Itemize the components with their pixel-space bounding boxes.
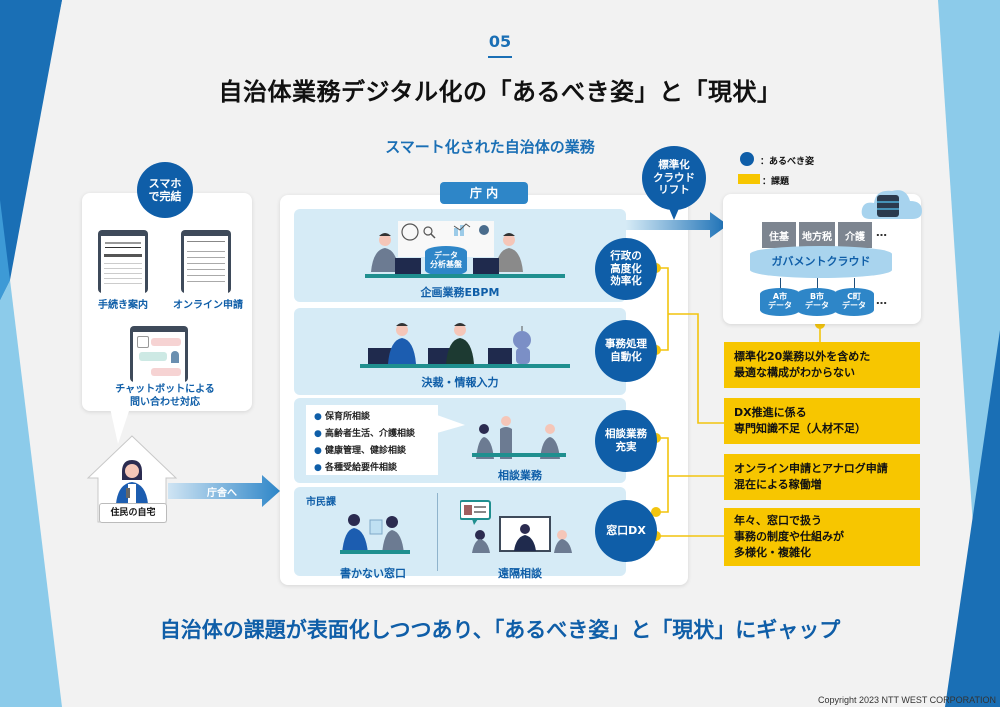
legend-ideal-swatch bbox=[740, 152, 754, 166]
slide-number: 05 bbox=[488, 32, 512, 51]
legend-issue-swatch bbox=[738, 174, 760, 184]
consultation-list-item: ● 各種受給要件相談 bbox=[314, 463, 398, 473]
panel-approval-input-label: 決裁・情報入力 bbox=[421, 376, 499, 389]
approval-staff-icon bbox=[360, 323, 570, 368]
conclusion-message: 自治体の課題が表面化しつつあり、「あるべき姿」と「現状」にギャップ bbox=[159, 618, 841, 642]
phone-procedure-guide-label: 手続き案内 bbox=[98, 300, 148, 311]
ideal-standard-cloud-lift-tail bbox=[668, 206, 680, 220]
panel-consultation-label: 相談業務 bbox=[498, 469, 542, 482]
consultation-list-item: ● 高齢者生活、介護相談 bbox=[314, 429, 416, 439]
remote-consultation-icon bbox=[460, 500, 572, 553]
issue-box: 標準化20業務以外を含めた 最適な構成がわからない bbox=[724, 342, 920, 388]
panel-planning-ebpm-label: 企画業務EBPM bbox=[420, 286, 500, 299]
db-town-c: C町 データ bbox=[834, 288, 874, 316]
resident-person-icon bbox=[116, 460, 148, 504]
ideal-admin-efficiency: 行政の 高度化 効率化 bbox=[595, 238, 657, 300]
consultation-list-tail bbox=[437, 415, 465, 433]
no-writing-counter-icon bbox=[340, 514, 410, 554]
service-tile-nursing-care: 介護 bbox=[838, 222, 872, 248]
page-title: 自治体業務デジタル化の「あるべき姿」と「現状」 bbox=[218, 78, 782, 106]
office-header: 庁 内 bbox=[440, 182, 528, 204]
consultation-staff-icon bbox=[472, 416, 566, 459]
analytics-icons bbox=[401, 223, 489, 241]
phone-procedure-guide bbox=[98, 230, 148, 293]
service-tile-resident-registry: 住基 bbox=[762, 222, 796, 248]
consultation-list: ● 保育所相談 ● 高齢者生活、介護相談 ● 健康管理、健診相談 ● 各種受給要… bbox=[306, 405, 438, 475]
db-city-a: A市 データ bbox=[760, 288, 800, 316]
remote-consultation-label: 遠隔相談 bbox=[498, 567, 542, 580]
issue-text: オンライン申請とアナログ申請 混在による稼働増 bbox=[734, 462, 888, 491]
service-tile-local-tax: 地方税 bbox=[799, 222, 835, 248]
ideal-consultation-enhancement: 相談業務 充実 bbox=[595, 410, 657, 472]
consultation-list-item: ● 保育所相談 bbox=[314, 412, 371, 422]
db-link bbox=[854, 278, 855, 288]
service-ellipsis: … bbox=[876, 226, 887, 239]
no-writing-counter-label: 書かない窓口 bbox=[340, 567, 406, 580]
home-label: 住民の自宅 bbox=[99, 503, 167, 523]
db-city-b: B市 データ bbox=[797, 288, 837, 316]
issue-box: DX推進に係る 専門知識不足（人材不足） bbox=[724, 398, 920, 444]
db-link bbox=[780, 278, 781, 288]
db-ellipsis: … bbox=[876, 294, 887, 307]
cloud-database-icon bbox=[861, 190, 922, 219]
issue-box: 年々、窓口で扱う 事務の制度や仕組みが 多様化・複雑化 bbox=[724, 508, 920, 566]
phone-chatbot-label: チャットボットによる 問い合わせ対応 bbox=[115, 384, 215, 408]
ideal-standard-cloud-lift: 標準化 クラウド リフト bbox=[642, 146, 706, 210]
issue-box: オンライン申請とアナログ申請 混在による稼働増 bbox=[724, 454, 920, 500]
legend-issue-label: ：課題 bbox=[762, 177, 790, 187]
issue-text: DX推進に係る 専門知識不足（人材不足） bbox=[734, 406, 866, 435]
slide-number-underline bbox=[488, 56, 512, 58]
planning-staff-icon bbox=[365, 233, 565, 278]
card-tail bbox=[110, 408, 130, 444]
legend: ：あるべき姿 ：課題 bbox=[738, 152, 858, 192]
legend-ideal-label: ：あるべき姿 bbox=[760, 157, 815, 167]
section-divider bbox=[437, 493, 438, 571]
gov-cloud-platform: ガバメントクラウド bbox=[750, 246, 892, 278]
ideal-process-automation: 事務処理 自動化 bbox=[595, 320, 657, 382]
issue-text: 年々、窓口で扱う 事務の制度や仕組みが 多様化・複雑化 bbox=[734, 514, 844, 559]
cloud-lift-arrow bbox=[626, 212, 728, 238]
consultation-list-item: ● 健康管理、健診相談 bbox=[314, 446, 407, 456]
copyright: Copyright 2023 NTT WEST CORPORATION bbox=[817, 695, 996, 705]
db-link bbox=[817, 278, 818, 288]
phone-online-application bbox=[181, 230, 231, 293]
data-analysis-cylinder: データ 分析基盤 bbox=[425, 246, 467, 276]
phone-chatbot bbox=[130, 326, 188, 382]
citizen-section-title: 市民課 bbox=[306, 497, 336, 508]
ideal-counter-dx: 窓口DX bbox=[595, 500, 657, 562]
badge-smartphone-complete: スマホ で完結 bbox=[137, 162, 193, 218]
section-subtitle: スマート化された自治体の業務 bbox=[385, 138, 595, 156]
issue-text: 標準化20業務以外を含めた 最適な構成がわからない bbox=[734, 350, 871, 379]
phone-online-application-label: オンライン申請 bbox=[173, 300, 243, 311]
to-office-arrow bbox=[168, 475, 280, 507]
to-office-arrow-label: 庁舎へ bbox=[207, 488, 237, 499]
